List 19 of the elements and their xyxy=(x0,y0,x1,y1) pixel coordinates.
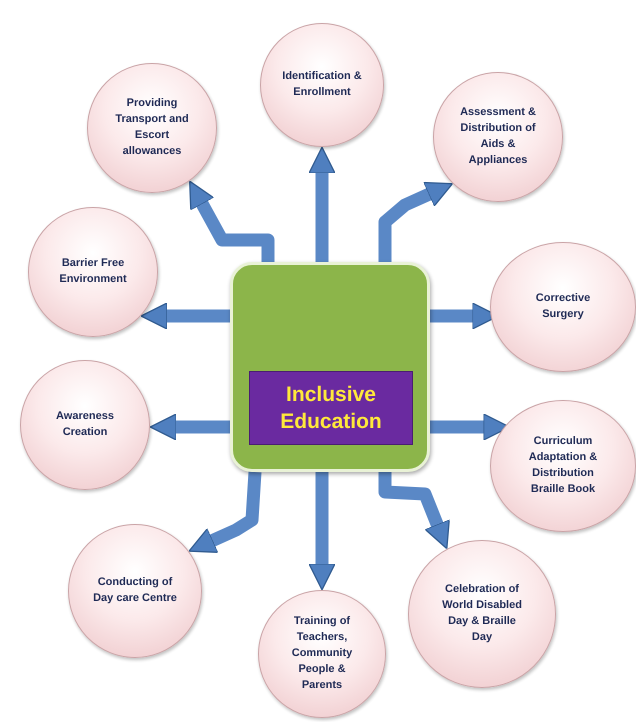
topic-label: Conducting of Day care Centre xyxy=(93,575,177,606)
block-arrow xyxy=(189,180,274,262)
topic-label: Celebration of World Disabled Day & Braille Day xyxy=(441,582,523,645)
topic-label: Providing Transport and Escort allowances xyxy=(114,96,190,159)
title-band xyxy=(249,371,413,445)
topic-label: Barrier Free Environment xyxy=(58,256,128,287)
topic-label: Awareness Creation xyxy=(55,409,115,440)
title-text: Inclusive Education xyxy=(279,382,383,435)
topic-label: Training of Teachers, Community People & Parents xyxy=(290,614,354,693)
topic-label: Assessment & Distribution of Aids & Appliances xyxy=(459,105,537,168)
block-arrow xyxy=(150,413,230,441)
topic-label: Corrective Surgery xyxy=(534,291,592,322)
center-box xyxy=(230,262,430,472)
block-arrow xyxy=(308,472,336,590)
block-arrow xyxy=(308,146,336,262)
block-arrow xyxy=(140,302,230,330)
topic-label: Curriculum Adaptation & Distribution Braille Book xyxy=(528,434,598,497)
topic-label: Identification & Enrollment xyxy=(281,69,363,100)
block-arrow xyxy=(378,472,450,550)
